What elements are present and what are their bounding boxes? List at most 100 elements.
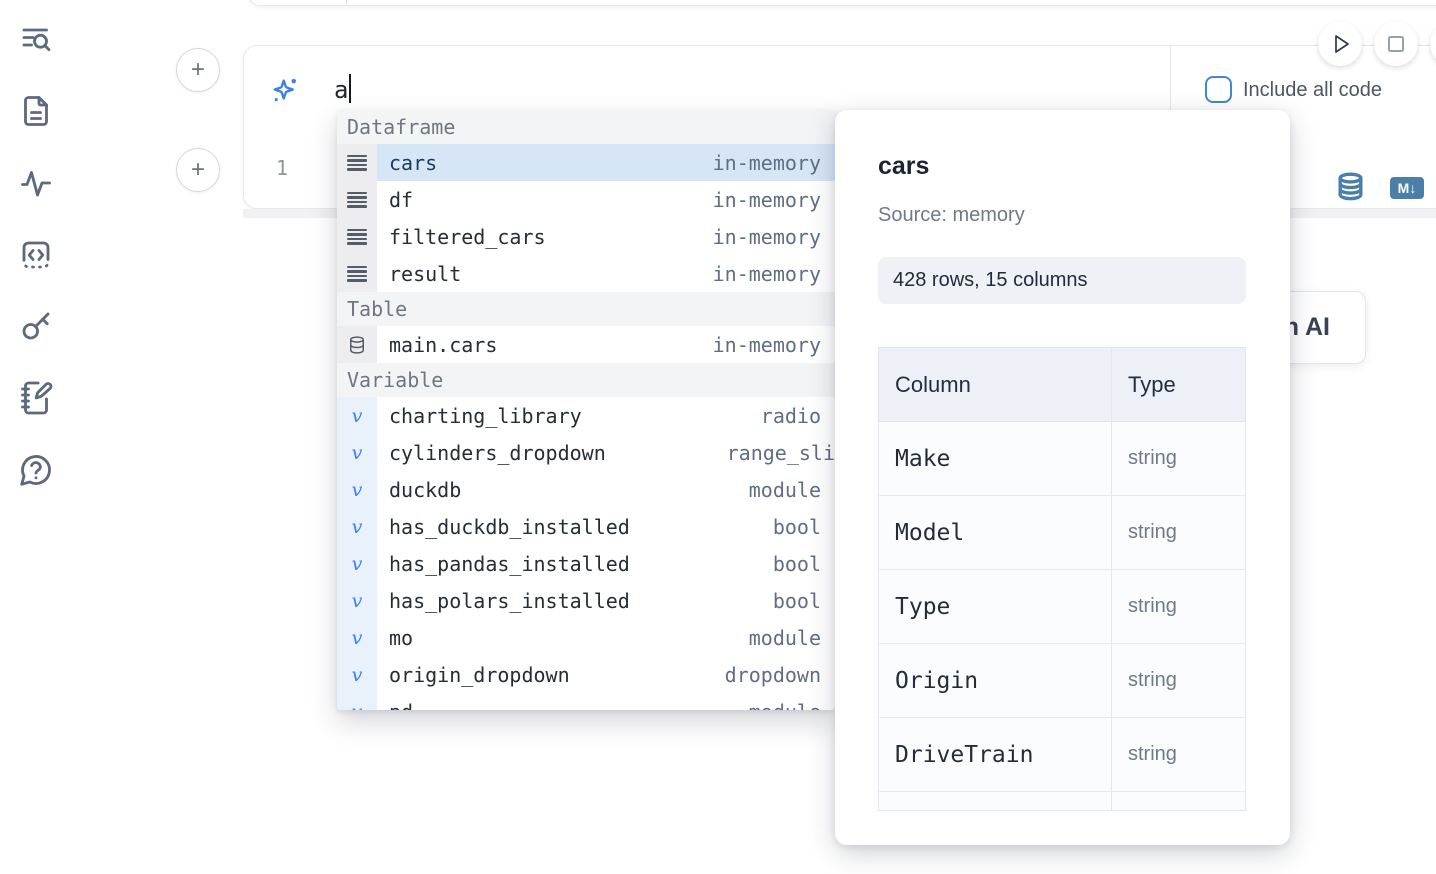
item-type: in-memory bbox=[712, 332, 821, 357]
column-name: Type bbox=[895, 593, 951, 620]
autocomplete-dropdown: Dataframe cars in-memory df in-memory fi… bbox=[337, 110, 835, 710]
markdown-convert-icon[interactable]: M↓ bbox=[1390, 177, 1424, 199]
item-type: module bbox=[748, 477, 821, 502]
code-snippet-icon[interactable] bbox=[18, 237, 54, 273]
autocomplete-item-charting-library[interactable]: v charting_library radio bbox=[337, 397, 835, 434]
item-type: bool bbox=[772, 588, 821, 613]
section-header-variable: Variable bbox=[337, 363, 835, 397]
autocomplete-item-filtered-cars[interactable]: filtered_cars in-memory bbox=[337, 218, 835, 255]
ai-sparkles-icon bbox=[270, 75, 300, 105]
item-type: radio bbox=[760, 403, 821, 428]
variable-icon: v bbox=[337, 471, 377, 508]
rows-icon bbox=[337, 255, 377, 292]
column-name: DriveTrain bbox=[895, 741, 1034, 768]
preview-schema-table: Column Type Make string Model string Typ… bbox=[878, 347, 1246, 811]
document-icon[interactable] bbox=[18, 93, 54, 129]
key-icon[interactable] bbox=[18, 308, 54, 344]
list-search-icon[interactable] bbox=[18, 21, 54, 57]
item-type: bool bbox=[772, 514, 821, 539]
schema-row-drivetrain: DriveTrain string bbox=[879, 718, 1245, 792]
column-type: string bbox=[1128, 743, 1177, 765]
schema-row-partial bbox=[879, 792, 1245, 810]
schema-header-column: Column bbox=[879, 348, 1112, 421]
add-cell-above-button[interactable]: + bbox=[176, 48, 220, 92]
text-caret bbox=[349, 74, 352, 103]
schema-row-type: Type string bbox=[879, 570, 1245, 644]
rows-icon bbox=[337, 181, 377, 218]
item-type: module bbox=[749, 700, 835, 711]
generate-with-ai-button[interactable]: h AI bbox=[1240, 291, 1366, 364]
autocomplete-item-origin-dropdown[interactable]: v origin_dropdown dropdown bbox=[337, 656, 835, 693]
help-chat-icon[interactable] bbox=[18, 452, 54, 488]
item-name: has_pandas_installed bbox=[389, 551, 630, 576]
schema-row-origin: Origin string bbox=[879, 644, 1245, 718]
variable-icon: v bbox=[337, 508, 377, 545]
notebook-edit-icon[interactable] bbox=[18, 380, 54, 416]
item-name: result bbox=[389, 261, 462, 286]
previous-cell-gutter-divider bbox=[346, 0, 347, 6]
item-type: module bbox=[748, 625, 821, 650]
autocomplete-item-has-polars-installed[interactable]: v has_polars_installed bool bbox=[337, 582, 835, 619]
autocomplete-item-result[interactable]: result in-memory bbox=[337, 255, 835, 292]
autocomplete-item-cylinders-dropdown[interactable]: v cylinders_dropdown range_sli bbox=[337, 434, 835, 471]
activity-icon[interactable] bbox=[18, 165, 54, 201]
item-type: in-memory bbox=[712, 261, 821, 286]
schema-row-model: Model string bbox=[879, 496, 1245, 570]
prompt-divider bbox=[1170, 46, 1171, 110]
item-type: in-memory bbox=[712, 224, 821, 249]
item-name: has_polars_installed bbox=[389, 588, 630, 613]
datasource-icon[interactable] bbox=[1335, 171, 1366, 202]
variable-icon: v bbox=[337, 619, 377, 656]
schema-header-type: Type bbox=[1128, 371, 1176, 397]
preview-source: Source: memory bbox=[878, 204, 1025, 226]
run-cell-button[interactable] bbox=[1318, 22, 1362, 66]
item-name: cylinders_dropdown bbox=[389, 440, 606, 465]
include-all-code-checkbox[interactable] bbox=[1205, 76, 1232, 103]
variable-icon: v bbox=[337, 545, 377, 582]
column-name: Origin bbox=[895, 667, 979, 694]
autocomplete-item-duckdb[interactable]: v duckdb module bbox=[337, 471, 835, 508]
autocomplete-item-mo[interactable]: v mo module bbox=[337, 619, 835, 656]
column-name: Model bbox=[895, 519, 965, 546]
ai-prompt-input[interactable]: a bbox=[334, 74, 352, 104]
extra-action-button[interactable] bbox=[1430, 22, 1436, 66]
item-name: mo bbox=[389, 625, 414, 650]
autocomplete-item-main-cars[interactable]: main.cars in-memory bbox=[337, 326, 835, 363]
item-name: pd bbox=[389, 700, 413, 711]
include-all-code-label: Include all code bbox=[1243, 79, 1382, 101]
item-type: range_sli bbox=[726, 440, 835, 465]
autocomplete-item-cars[interactable]: cars in-memory bbox=[337, 144, 835, 181]
editor-line-number: 1 bbox=[275, 156, 288, 180]
item-type: dropdown bbox=[724, 662, 821, 687]
schema-row-make: Make string bbox=[879, 422, 1245, 496]
column-type: string bbox=[1128, 447, 1177, 469]
variable-icon: v bbox=[337, 656, 377, 693]
item-name: filtered_cars bbox=[389, 224, 546, 249]
item-name: has_duckdb_installed bbox=[389, 514, 630, 539]
item-type: in-memory bbox=[712, 187, 821, 212]
column-type: string bbox=[1128, 521, 1177, 543]
variable-icon: v bbox=[337, 693, 377, 710]
item-name: cars bbox=[389, 150, 438, 175]
variable-icon: v bbox=[337, 397, 377, 434]
rows-icon bbox=[337, 144, 377, 181]
item-name: charting_library bbox=[389, 403, 582, 428]
autocomplete-item-df[interactable]: df in-memory bbox=[337, 181, 835, 218]
item-type: bool bbox=[772, 551, 821, 576]
add-cell-below-button[interactable]: + bbox=[176, 148, 220, 192]
column-name: Make bbox=[895, 445, 951, 472]
previous-cell-edge bbox=[247, 0, 1436, 6]
stop-button[interactable] bbox=[1374, 22, 1418, 66]
item-type: in-memory bbox=[712, 150, 821, 175]
section-header-dataframe: Dataframe bbox=[337, 110, 835, 144]
autocomplete-item-has-duckdb-installed[interactable]: v has_duckdb_installed bool bbox=[337, 508, 835, 545]
autocomplete-item-pd[interactable]: v pd module bbox=[337, 693, 835, 710]
item-name: duckdb bbox=[389, 477, 462, 502]
preview-title: cars bbox=[878, 152, 930, 180]
prompt-value: a bbox=[334, 76, 349, 104]
variable-icon: v bbox=[337, 434, 377, 471]
section-header-table: Table bbox=[337, 292, 835, 326]
item-name: main.cars bbox=[389, 332, 498, 357]
autocomplete-item-has-pandas-installed[interactable]: v has_pandas_installed bool bbox=[337, 545, 835, 582]
